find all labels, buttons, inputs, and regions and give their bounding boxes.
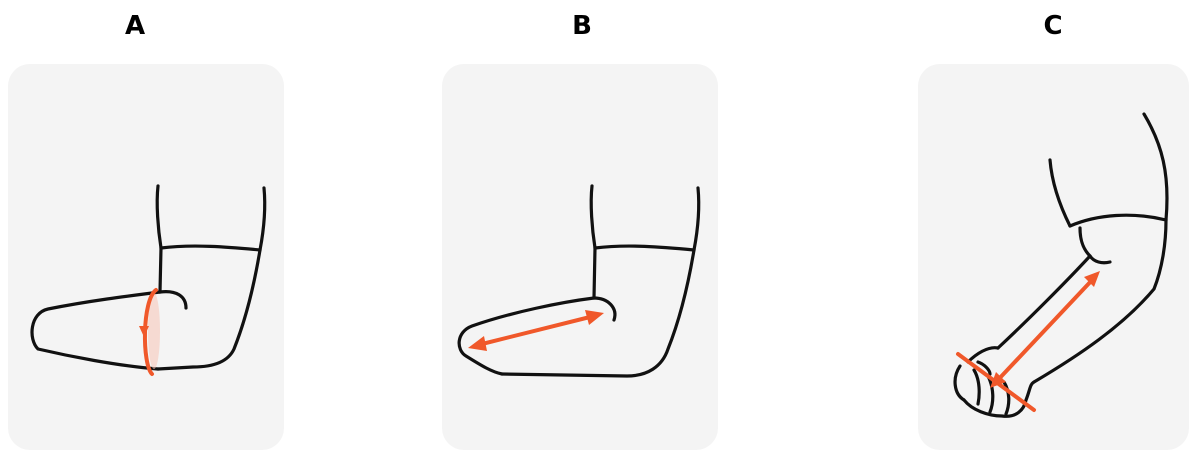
arrowhead-start (990, 372, 1006, 388)
arrowhead-end (585, 310, 604, 325)
panel-card-c (918, 64, 1189, 450)
arm-outline (457, 184, 701, 378)
arm-circumference-icon (30, 184, 267, 376)
arrowhead-end (1084, 271, 1100, 287)
arrowhead-start (468, 336, 487, 351)
panel-card-a (8, 64, 284, 450)
panel-label-b: B (572, 11, 592, 41)
circumference-band (148, 293, 160, 369)
wrist-marker-line (956, 352, 1036, 412)
length-arrow (956, 271, 1100, 412)
panel-label-a: A (124, 11, 146, 41)
length-arrow (468, 310, 604, 351)
arm-outline (30, 184, 267, 371)
forearm-length-icon (457, 184, 701, 378)
panel-card-b (442, 64, 718, 450)
circumference-arrowhead (139, 326, 149, 337)
arm-outline (953, 112, 1169, 418)
panel-label-c: C (1043, 11, 1063, 41)
arm-to-wrist-length-icon (953, 112, 1169, 418)
